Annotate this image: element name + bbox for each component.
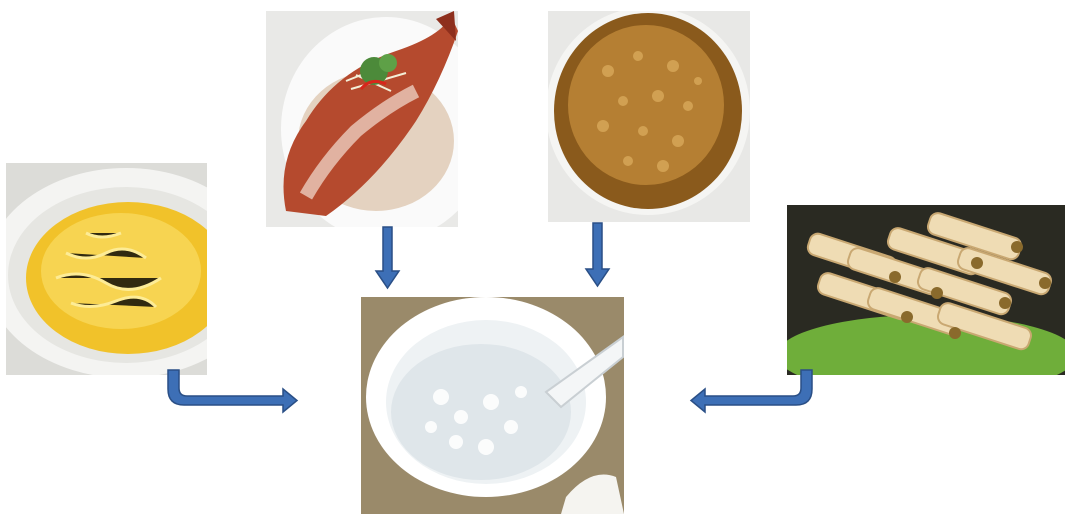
steamed-fish-photo [266, 11, 458, 227]
rice-congee-bowl-photo [361, 297, 624, 514]
bent-left-arrow-icon [691, 370, 812, 412]
minced-sauce-photo [548, 11, 750, 222]
down-arrow-icon [376, 227, 399, 288]
down-arrow-icon [586, 223, 609, 286]
tofu-skin-rolls-photo [787, 205, 1065, 375]
bent-right-arrow-icon [168, 370, 297, 412]
steamed-egg-photo [6, 163, 207, 375]
